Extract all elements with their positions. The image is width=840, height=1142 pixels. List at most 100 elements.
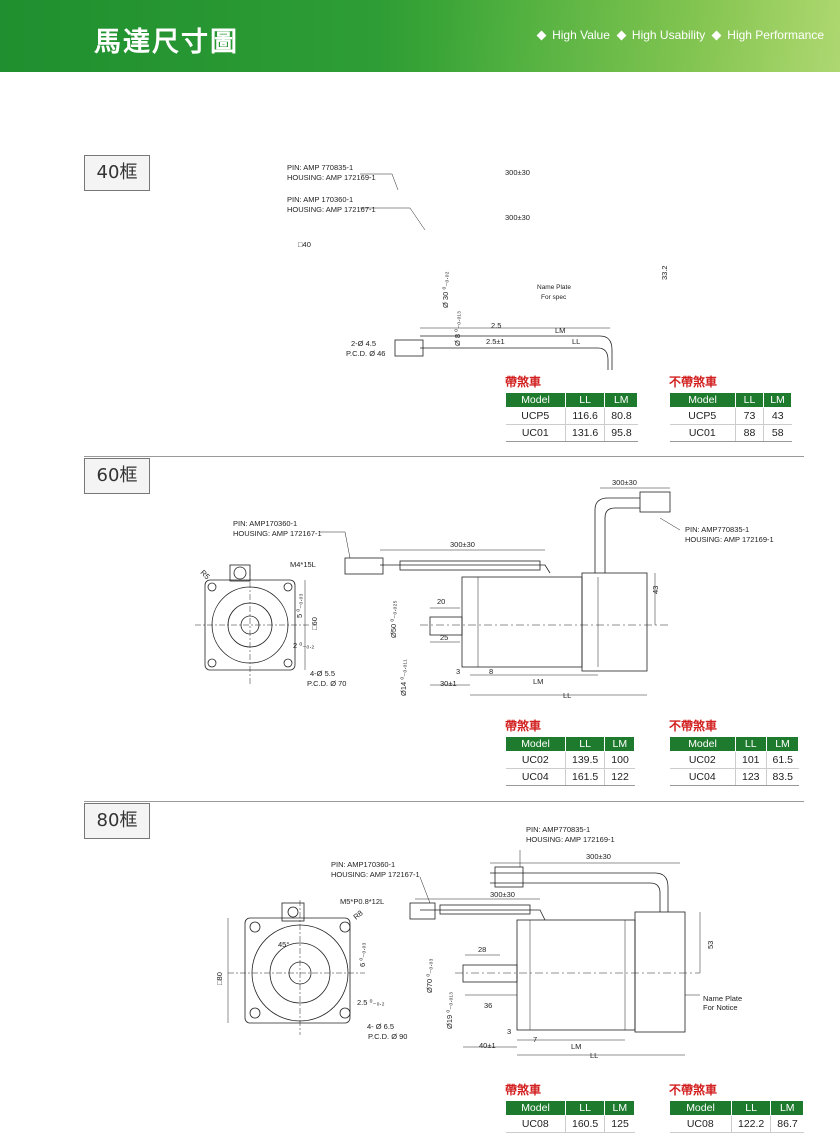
label-housing-1: HOUSING: AMP 172169-1: [685, 535, 774, 544]
dim-2-5b: 2.5±1: [486, 337, 505, 346]
dim-40: 40±1: [479, 1041, 496, 1050]
front-connector-60: [233, 566, 247, 580]
col-lm: LM: [604, 392, 639, 408]
dim-36: 36: [484, 1001, 492, 1010]
nameplate-label-2: For Notice: [703, 1003, 738, 1012]
dim-30: 30±1: [440, 679, 457, 688]
mount-hole: [283, 658, 293, 668]
dim-square: □60: [310, 617, 319, 630]
drawing-80: PIN: AMP770835-1 HOUSING: AMP 172169-1 P…: [215, 825, 742, 1060]
dim-28: 28: [478, 945, 486, 954]
diamond-icon: [616, 30, 627, 40]
table-title: 帶煞車: [505, 1083, 542, 1097]
dim-ll: LL: [572, 337, 580, 346]
cell: UC02: [505, 751, 566, 769]
mount-hole: [207, 582, 217, 592]
cell: UCP5: [505, 407, 566, 425]
label-pin-2: PIN: AMP 170360-1: [287, 195, 353, 204]
label-pin-2: PIN: AMP170360-1: [233, 519, 297, 528]
dim-key: 6 ⁰₋₀.₀₃: [358, 942, 367, 967]
tag-high-performance: High Performance: [711, 28, 824, 42]
dim-2-5: 2.5: [491, 321, 501, 330]
front-flange-80: [244, 917, 351, 1024]
dim-holes: 4-Ø 5.5: [310, 669, 335, 678]
col-model: Model: [505, 392, 566, 408]
cell: UC08: [505, 1115, 566, 1133]
nameplate-label-2: For spec: [541, 294, 567, 301]
table-title: 帶煞車: [505, 375, 542, 389]
dim-lm: LM: [533, 677, 543, 686]
connector-80-a: [494, 866, 524, 888]
cell: 160.5: [564, 1115, 605, 1133]
dim-8: 8: [489, 667, 493, 676]
connector-80-b: [409, 902, 436, 920]
dim-key: 5 ⁰₋₀.₀₃: [295, 593, 304, 618]
mount-hole: [249, 1007, 261, 1019]
cell: 131.6: [564, 424, 605, 442]
table-title: 帶煞車: [505, 719, 542, 733]
drawing-60: PIN: AMP770835-1 HOUSING: AMP 172169-1 P…: [195, 478, 774, 700]
dim-25: 25: [440, 633, 448, 642]
page-title: 馬達尺寸圖: [94, 27, 239, 58]
tag-high-usability: High Usability: [616, 28, 706, 42]
diamond-icon: [711, 30, 722, 40]
motor-rear-60: [581, 572, 648, 672]
cell: 86.7: [770, 1115, 804, 1133]
nameplate-label: Name Plate: [703, 994, 742, 1003]
dim-holes: 4- Ø 6.5: [367, 1022, 394, 1031]
dim-square: □80: [215, 972, 224, 985]
dim-cable-2: 300±30: [450, 540, 475, 549]
connector-60-b: [344, 557, 384, 575]
mount-hole: [339, 921, 351, 933]
cell: 58: [763, 424, 792, 442]
dim-3: 3: [507, 1027, 511, 1036]
cable-80-upper: [490, 872, 669, 912]
dim-shaft-small: Ø19 ⁰₋₀.₀₁₃: [445, 992, 454, 1029]
cell: UC01: [669, 424, 736, 442]
table-title: 不帶煞車: [669, 719, 718, 733]
shaft-60: [429, 616, 463, 636]
cell: 61.5: [765, 751, 799, 769]
table-title: 不帶煞車: [669, 375, 718, 389]
dim-ll: LL: [590, 1051, 598, 1060]
tag-label: High Performance: [727, 28, 824, 42]
cell: 122.2: [730, 1115, 771, 1133]
cell: 88: [735, 424, 764, 442]
dim-cable-1: 300±30: [586, 852, 611, 861]
tag-label: High Usability: [631, 28, 706, 42]
header-stripe: [440, 0, 840, 72]
dim-pcd: P.C.D. Ø 46: [346, 349, 385, 358]
mount-hole: [339, 1007, 351, 1019]
label-pin-1: PIN: AMP770835-1: [526, 825, 590, 834]
cable-60-upper: [594, 497, 640, 573]
dim-square: □40: [298, 240, 311, 249]
col-ll: LL: [564, 392, 606, 408]
shaft-80: [462, 964, 518, 983]
connector-60-a: [639, 491, 671, 513]
dim-20: 20: [437, 597, 445, 606]
dim-cable-2: 300±30: [505, 213, 530, 222]
col-ll: LL: [730, 1100, 772, 1116]
col-ll: LL: [564, 736, 606, 752]
col-lm: LM: [763, 392, 792, 408]
col-model: Model: [669, 392, 736, 408]
cell: UC02: [669, 751, 736, 769]
cell: 122: [604, 768, 635, 786]
cell: UCP5: [669, 407, 736, 425]
dim-3: 3: [456, 667, 460, 676]
label-pin-1: PIN: AMP770835-1: [685, 525, 749, 534]
table-title: 不帶煞車: [669, 1083, 718, 1097]
cell: 139.5: [564, 751, 605, 769]
label-housing-1: HOUSING: AMP 172169-1: [287, 173, 376, 182]
mount-hole: [249, 921, 261, 933]
dim-pcd: P.C.D. Ø 70: [307, 679, 346, 688]
tag-label: High Value: [552, 28, 610, 42]
dim-shaft-small: Ø14 ⁰₋₀.₀₁₁: [399, 659, 408, 696]
